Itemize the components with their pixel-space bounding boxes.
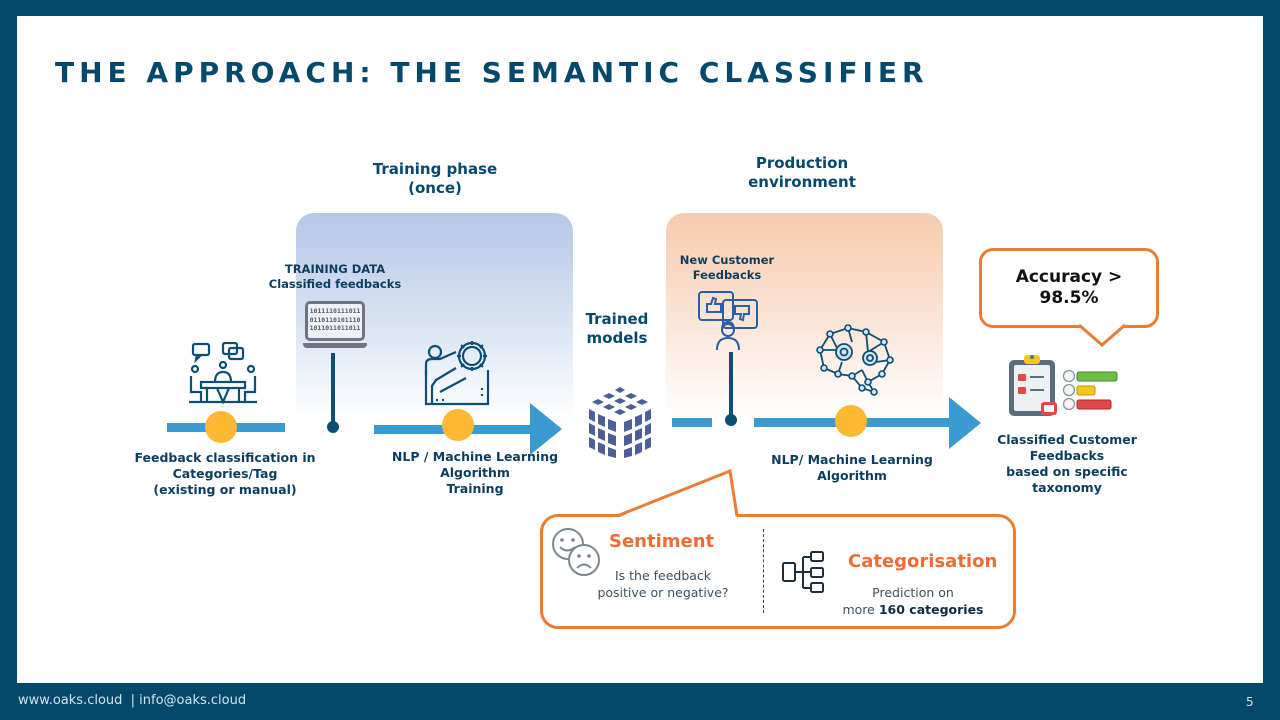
label-line: Algorithm xyxy=(817,468,887,483)
team-meeting-icon xyxy=(189,342,257,404)
new-feedbacks-connector xyxy=(729,352,733,418)
label-line: Feedbacks xyxy=(692,268,762,282)
description-line: more 160 categories xyxy=(833,601,993,618)
categorisation-title: Categorisation xyxy=(848,551,998,572)
label-line: based on specific xyxy=(1006,464,1128,479)
callout-divider xyxy=(763,529,764,613)
feedback-thumbs-icon xyxy=(698,291,758,351)
production-phase-line2: environment xyxy=(748,173,856,191)
label-line: Feedbacks xyxy=(1029,448,1105,463)
page-number: 5 xyxy=(1246,695,1254,709)
category-count: 160 categories xyxy=(878,602,984,617)
description-line: Is the feedback xyxy=(614,568,712,583)
label-line: (existing or manual) xyxy=(153,482,297,497)
nlp-algorithm-label: NLP/ Machine Learning Algorithm xyxy=(757,452,947,484)
flow-arrow-head xyxy=(949,397,981,449)
accuracy-callout: Accuracy > 98.5% xyxy=(979,248,1159,328)
flow-line-segment xyxy=(672,418,712,427)
trained-models-label: Trained models xyxy=(572,310,662,348)
analysis-callout-pointer xyxy=(617,468,739,518)
sentiment-faces-icon xyxy=(552,528,600,576)
binary-line: 1011110111011 xyxy=(309,307,361,315)
training-phase-header: Training phase (once) xyxy=(335,160,535,198)
production-phase-panel xyxy=(666,213,943,418)
brain-network-gears-icon xyxy=(816,324,894,396)
training-data-line1: TRAINING DATA xyxy=(284,262,386,276)
binary-line: 1011011011011 xyxy=(309,324,361,332)
training-data-label: TRAINING DATA Classified feedbacks xyxy=(250,262,420,292)
training-phase-line1: Training phase xyxy=(372,160,498,178)
label-line: Classified Customer xyxy=(997,432,1137,447)
milestone-dot xyxy=(442,409,474,441)
new-feedbacks-connector-end xyxy=(725,414,737,426)
cube-model-icon xyxy=(589,387,651,458)
milestone-dot xyxy=(835,405,867,437)
laptop-binary-icon: 1011110111011 0110110101110 101101101101… xyxy=(303,301,369,354)
feedback-classification-label: Feedback classification in Categories/Ta… xyxy=(124,450,326,498)
label-line: Trained xyxy=(585,310,649,328)
categorisation-description: Prediction on more 160 categories xyxy=(833,584,993,618)
milestone-dot xyxy=(205,411,237,443)
label-line: NLP / Machine Learning xyxy=(391,449,559,464)
classified-feedback-clipboard-icon xyxy=(1009,355,1118,416)
slide: THE APPROACH: THE SEMANTIC CLASSIFIER Tr… xyxy=(17,16,1263,683)
training-data-connector xyxy=(331,353,335,423)
description-line: Prediction on xyxy=(872,585,954,600)
label-line: Feedback classification in xyxy=(134,450,316,465)
training-phase-line2: (once) xyxy=(408,179,462,197)
person-gear-icon xyxy=(424,341,490,406)
new-feedbacks-label: New Customer Feedbacks xyxy=(667,253,787,283)
classified-feedbacks-label: Classified Customer Feedbacks based on s… xyxy=(987,432,1147,496)
slide-title: THE APPROACH: THE SEMANTIC CLASSIFIER xyxy=(55,56,929,89)
training-data-line2: Classified feedbacks xyxy=(268,277,402,291)
label-line: Algorithm xyxy=(440,465,510,480)
description-prefix: more xyxy=(842,602,879,617)
footer-contact: www.oaks.cloud | info@oaks.cloud xyxy=(18,693,247,708)
analysis-callout: Sentiment Is the feedback positive or ne… xyxy=(540,514,1016,629)
accuracy-callout-pointer xyxy=(1078,324,1126,347)
production-phase-line1: Production xyxy=(755,154,849,172)
description-line: positive or negative? xyxy=(597,585,729,600)
label-line: Training xyxy=(446,481,504,496)
production-phase-header: Production environment xyxy=(702,154,902,192)
nlp-training-label: NLP / Machine Learning Algorithm Trainin… xyxy=(379,449,571,497)
training-data-connector-end xyxy=(327,421,339,433)
hierarchy-tree-icon xyxy=(782,551,824,593)
flow-arrow-head xyxy=(530,403,562,455)
sentiment-description: Is the feedback positive or negative? xyxy=(583,567,743,601)
accuracy-line1: Accuracy > xyxy=(1015,267,1123,287)
sentiment-title: Sentiment xyxy=(609,531,715,552)
label-line: Categories/Tag xyxy=(172,466,278,481)
label-line: New Customer xyxy=(679,253,775,267)
label-line: models xyxy=(586,329,648,347)
accuracy-value: 98.5% xyxy=(1039,288,1099,308)
binary-line: 0110110101110 xyxy=(309,315,361,324)
label-line: NLP/ Machine Learning xyxy=(771,452,933,467)
label-line: taxonomy xyxy=(1032,480,1102,495)
